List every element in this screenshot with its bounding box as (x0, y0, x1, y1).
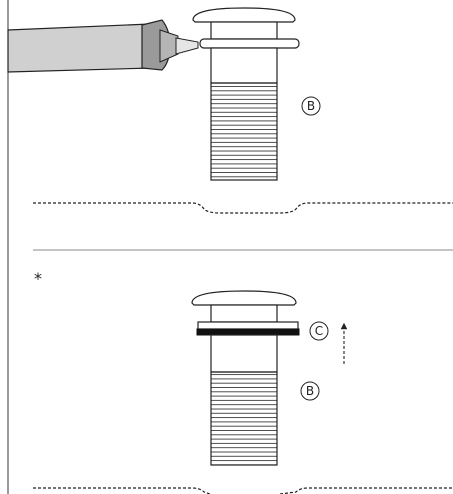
plug-cap-top (192, 7, 296, 23)
silicone-cartridge (7, 19, 199, 73)
plug-cap-bottom (191, 290, 297, 306)
plug-body-plain-top (210, 47, 278, 84)
callout-b-bottom-circle (300, 381, 320, 401)
drain-plug-top (192, 7, 300, 181)
plug-body-threaded-bottom (210, 371, 278, 466)
cartridge-body (7, 23, 153, 73)
callout-b-top-label: B (307, 99, 315, 113)
drain-plug-bottom (191, 290, 300, 466)
plug-body-threaded-top (210, 82, 278, 181)
step-bottom: C B (33, 290, 453, 494)
callout-b-bottom-label: B (306, 384, 314, 398)
callout-c-label: C (315, 324, 323, 338)
cartridge-nozzle (175, 37, 199, 55)
plug-neck-bottom (210, 304, 278, 323)
callout-b-top-circle (301, 96, 321, 116)
sink-surface-dashed-top (33, 202, 453, 214)
sink-surface-dashed-bottom (33, 487, 453, 494)
plug-flange-bottom (197, 321, 299, 330)
plug-flange-top (199, 38, 300, 49)
plug-body-plain-bottom (210, 334, 278, 373)
callout-c: C (309, 321, 329, 341)
gasket-c (196, 328, 300, 336)
note-marker: * (34, 269, 42, 288)
callout-b-top: B (301, 96, 321, 116)
plug-neck-top (210, 21, 278, 40)
callout-b-bottom: B (300, 381, 320, 401)
cartridge-collar (159, 29, 179, 63)
step-top: B (7, 7, 453, 214)
callout-c-circle (309, 321, 329, 341)
